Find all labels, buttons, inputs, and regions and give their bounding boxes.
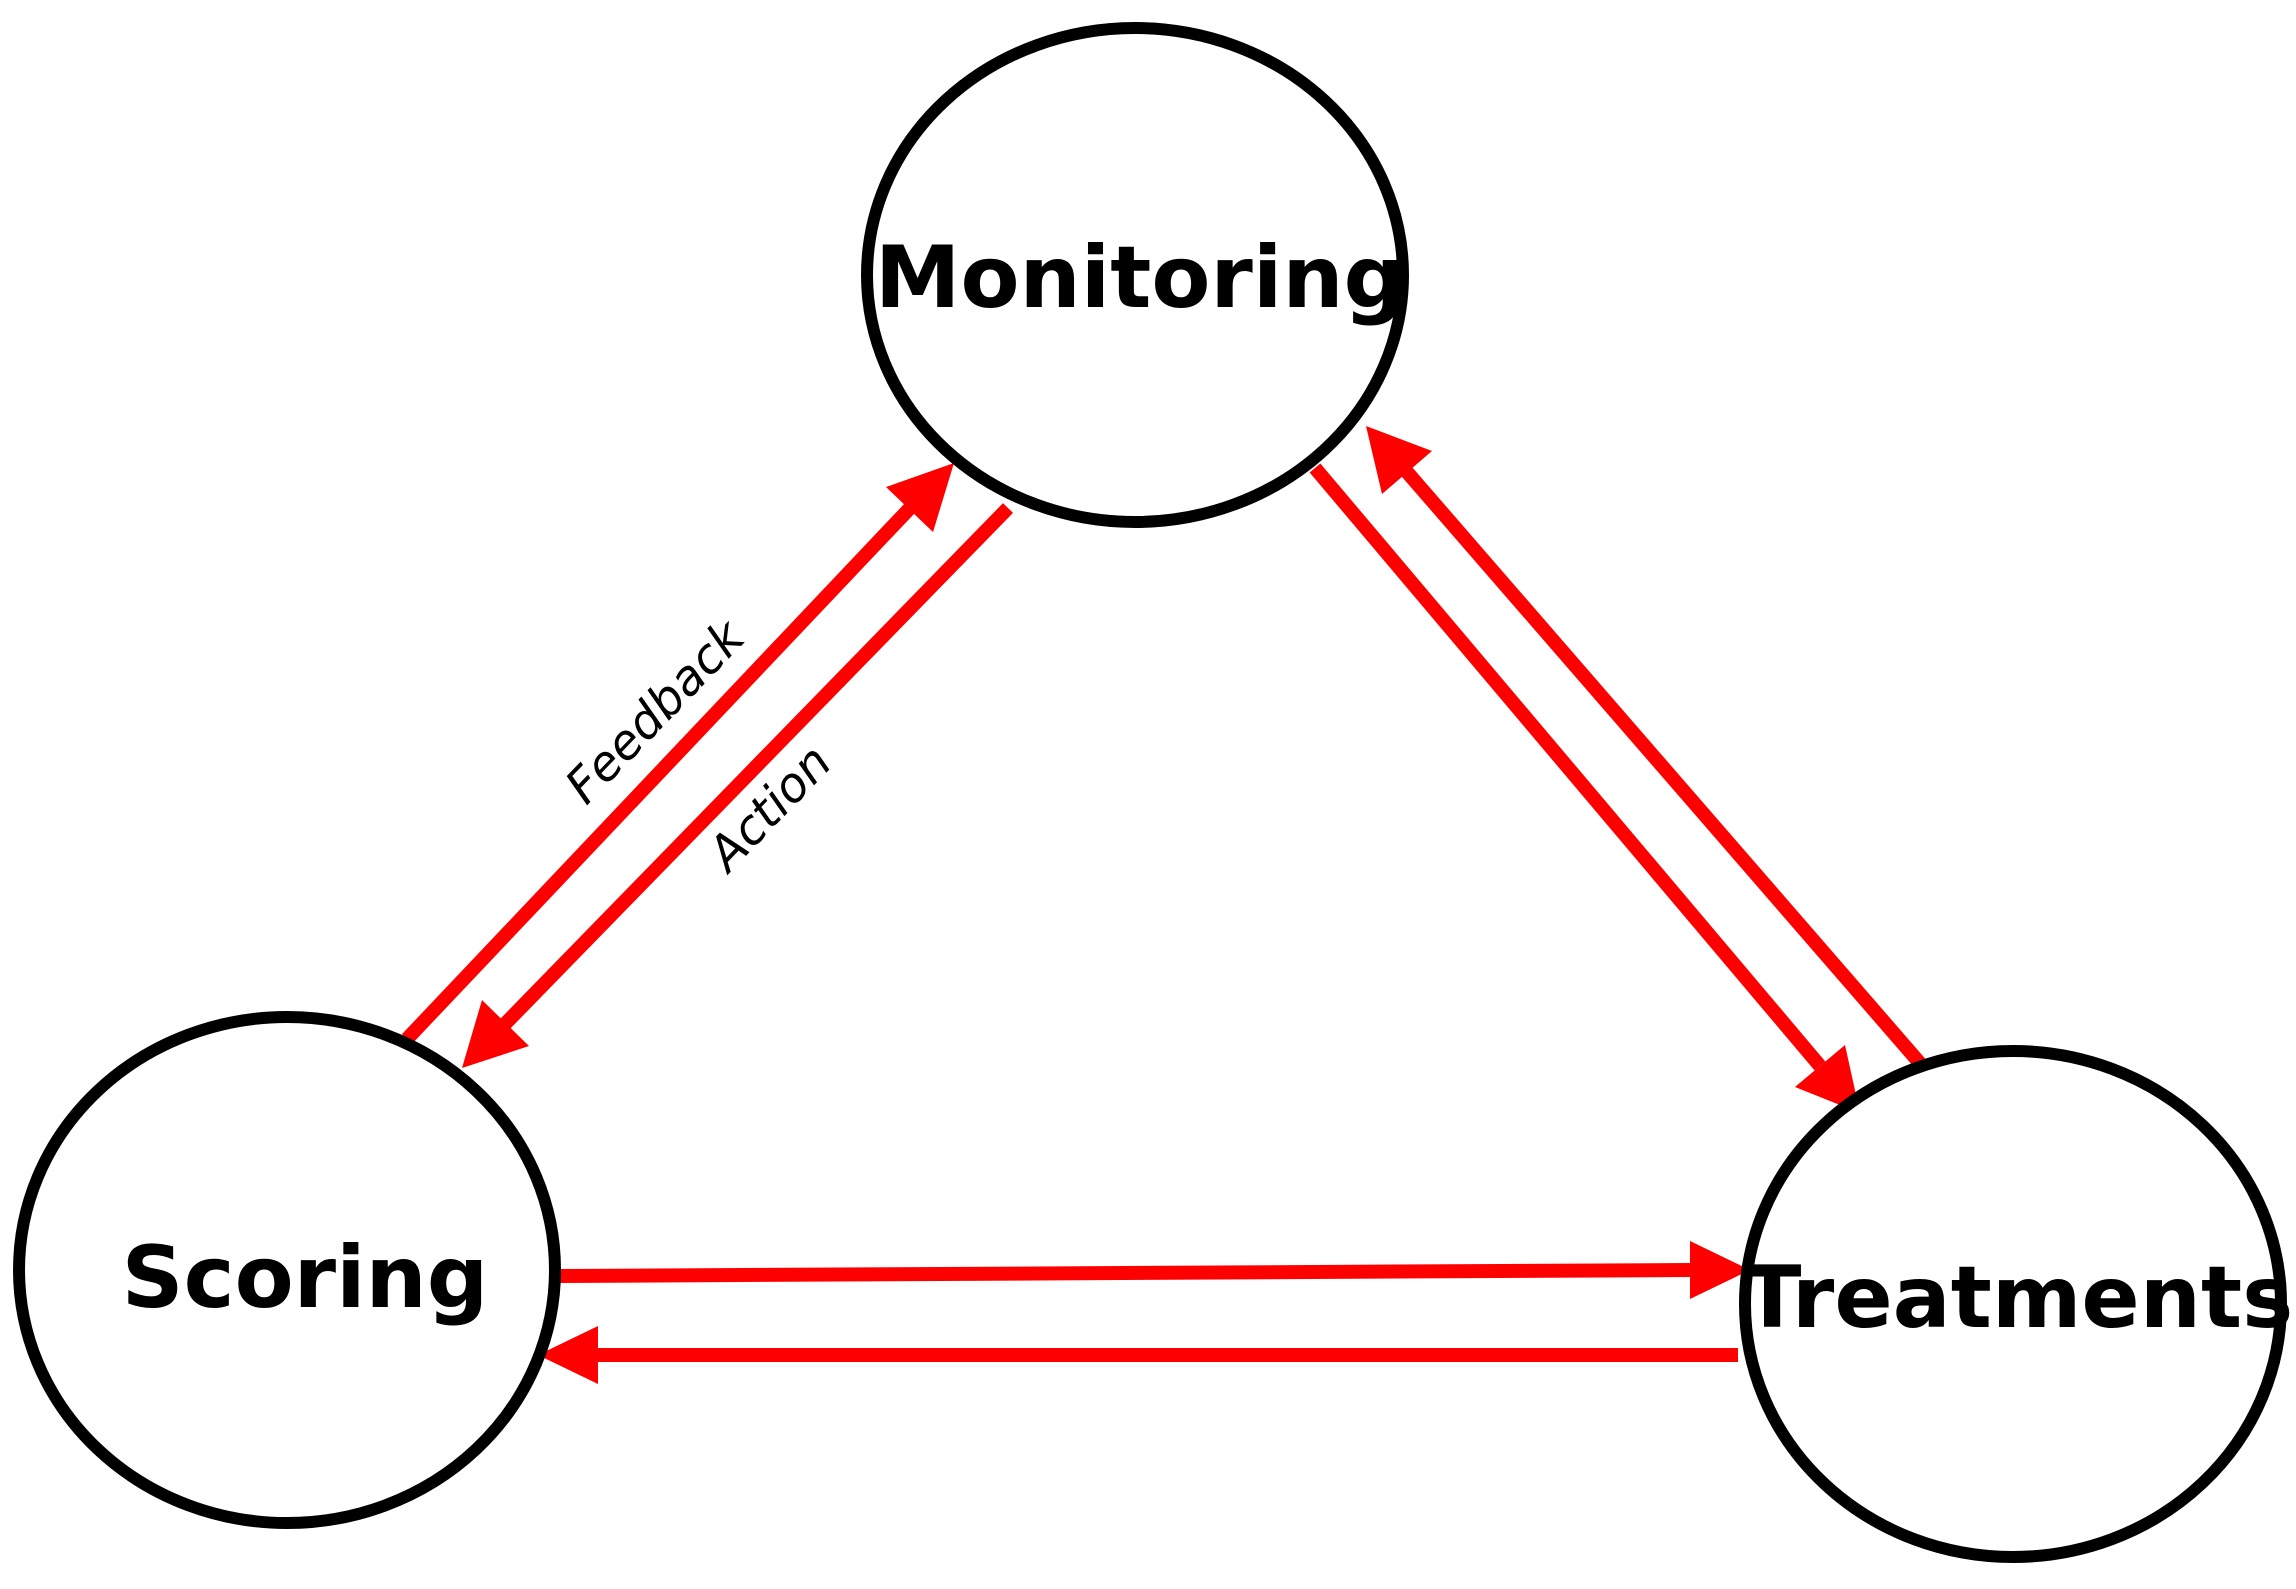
arrow-monitoring-to-treatments xyxy=(1309,463,1860,1113)
arrow-scoring-to-treatments xyxy=(559,1241,1750,1299)
arrow-monitoring-to-scoring xyxy=(462,503,1014,1068)
node-label-treatments: Treatments xyxy=(1743,1248,2294,1348)
arrow-treatments-to-monitoring xyxy=(1366,426,1937,1081)
node-label-monitoring: Monitoring xyxy=(875,228,1405,328)
node-monitoring: Monitoring xyxy=(861,22,1409,528)
node-label-scoring: Scoring xyxy=(122,1228,489,1328)
arrow-treatments-to-scoring xyxy=(538,1326,1738,1384)
arrow-scoring-to-monitoring xyxy=(401,463,954,1044)
node-scoring: Scoring xyxy=(13,1011,561,1529)
node-treatments: Treatments xyxy=(1739,1045,2294,1563)
